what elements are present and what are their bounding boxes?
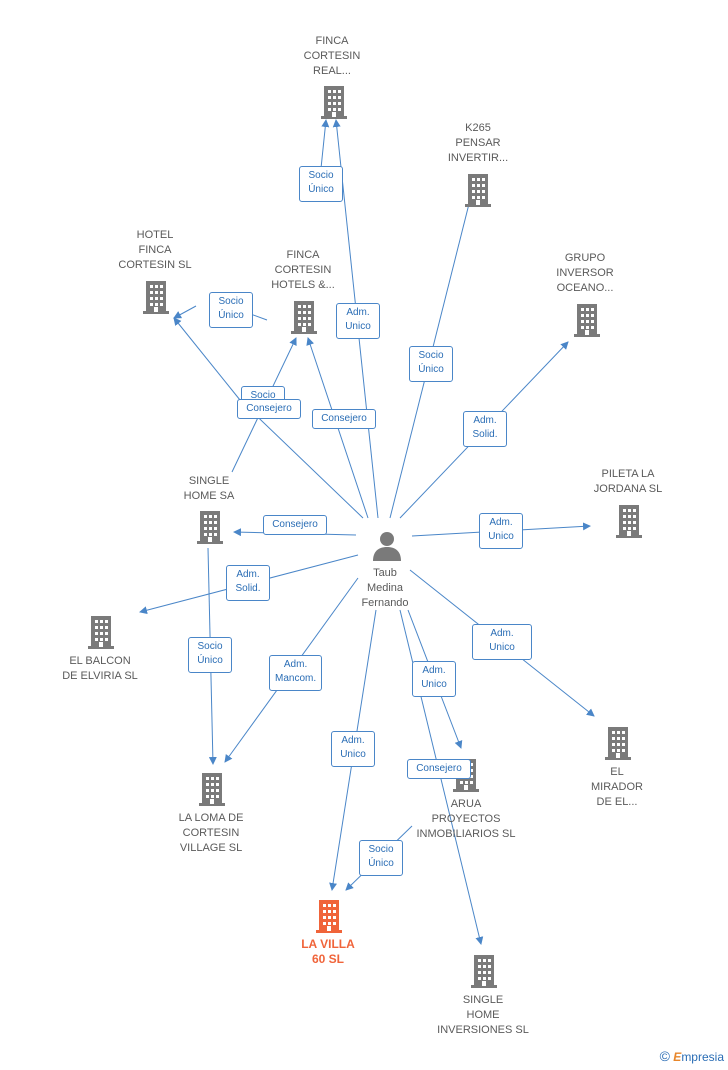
company-name-arua[interactable]: ARUA PROYECTOS INMOBILIARIOS SL bbox=[416, 798, 516, 840]
company-node-finca-cortesin-real[interactable] bbox=[318, 84, 350, 120]
building-icon bbox=[321, 86, 347, 119]
building-icon bbox=[199, 773, 225, 806]
building-icon bbox=[471, 955, 497, 988]
relation-badge[interactable]: Consejero bbox=[407, 759, 471, 779]
relation-badge[interactable]: Adm. Unico bbox=[479, 513, 523, 549]
relation-badge[interactable]: Socio Único bbox=[359, 840, 403, 876]
person-name[interactable]: Taub Medina Fernando bbox=[361, 567, 409, 609]
relation-badge[interactable]: Adm. Unico bbox=[331, 731, 375, 767]
brand-logo-text: mpresia bbox=[681, 1050, 724, 1064]
relation-badge[interactable]: Adm. Unico bbox=[412, 661, 456, 697]
footer-brand: © Empresia bbox=[660, 1048, 724, 1064]
edge-8 bbox=[173, 317, 241, 401]
company-name-finca-cortesin-hotels[interactable]: FINCA CORTESIN HOTELS &... bbox=[271, 249, 335, 291]
edge-7 bbox=[239, 399, 364, 519]
relation-badge[interactable]: Socio Único bbox=[299, 166, 343, 202]
company-node-hotel-finca-cortesin[interactable] bbox=[140, 279, 172, 315]
building-icon bbox=[574, 304, 600, 337]
company-name-hotel-finca-cortesin[interactable]: HOTEL FINCA CORTESIN SL bbox=[118, 229, 192, 271]
relation-badge[interactable]: Adm. Solid. bbox=[463, 411, 507, 447]
relation-badge[interactable]: Socio Único bbox=[409, 346, 453, 382]
building-icon bbox=[465, 174, 491, 207]
relation-badge[interactable]: Consejero bbox=[263, 515, 327, 535]
company-node-la-loma[interactable] bbox=[196, 771, 228, 807]
relation-badge[interactable]: Adm. Solid. bbox=[226, 565, 270, 601]
company-name-single-home-inv[interactable]: SINGLE HOME INVERSIONES SL bbox=[437, 994, 529, 1036]
company-node-pileta[interactable] bbox=[613, 503, 645, 539]
company-name-la-loma[interactable]: LA LOMA DE CORTESIN VILLAGE SL bbox=[178, 812, 244, 854]
company-name-grupo-inversor[interactable]: GRUPO INVERSOR OCEANO... bbox=[556, 252, 614, 294]
copyright-icon: © bbox=[659, 1048, 670, 1064]
company-name-la-villa[interactable]: LA VILLA 60 SL bbox=[301, 937, 355, 966]
relation-badge[interactable]: Socio Único bbox=[188, 637, 232, 673]
company-name-el-mirador[interactable]: EL MIRADOR DE EL... bbox=[591, 766, 643, 808]
company-name-k265[interactable]: K265 PENSAR INVERTIR... bbox=[447, 122, 509, 164]
relation-badge[interactable]: Adm. Mancom. bbox=[269, 655, 323, 691]
building-icon bbox=[316, 900, 342, 933]
building-icon bbox=[143, 281, 169, 314]
company-name-el-balcon[interactable]: EL BALCON DE ELVIRIA SL bbox=[62, 655, 138, 682]
relation-badge[interactable]: Consejero bbox=[312, 409, 376, 429]
company-name-pileta[interactable]: PILETA LA JORDANA SL bbox=[593, 468, 663, 495]
person-icon[interactable] bbox=[371, 530, 403, 562]
edge-4 bbox=[173, 305, 197, 319]
building-icon bbox=[88, 616, 114, 649]
building-icon bbox=[291, 301, 317, 334]
company-node-grupo-inversor[interactable] bbox=[571, 302, 603, 338]
company-node-finca-cortesin-hotels[interactable] bbox=[288, 299, 320, 335]
company-node-la-villa[interactable] bbox=[313, 898, 345, 934]
relation-badge[interactable]: Consejero bbox=[237, 399, 301, 419]
company-node-el-mirador[interactable] bbox=[602, 725, 634, 761]
company-node-single-home-sa[interactable] bbox=[194, 509, 226, 545]
company-node-single-home-inv[interactable] bbox=[468, 953, 500, 989]
company-name-finca-cortesin-real[interactable]: FINCA CORTESIN REAL... bbox=[303, 35, 361, 77]
relation-badge[interactable]: Socio Único bbox=[209, 292, 253, 328]
relation-badge[interactable]: Adm. Unico bbox=[336, 303, 380, 339]
building-icon bbox=[616, 505, 642, 538]
company-node-el-balcon[interactable] bbox=[85, 614, 117, 650]
brand-logo-initial: E bbox=[673, 1050, 682, 1064]
company-node-k265[interactable] bbox=[462, 172, 494, 208]
relation-badge[interactable]: Adm. Unico bbox=[472, 624, 532, 660]
building-icon bbox=[197, 511, 223, 544]
building-icon bbox=[605, 727, 631, 760]
company-name-single-home-sa[interactable]: SINGLE HOME SA bbox=[183, 475, 235, 502]
